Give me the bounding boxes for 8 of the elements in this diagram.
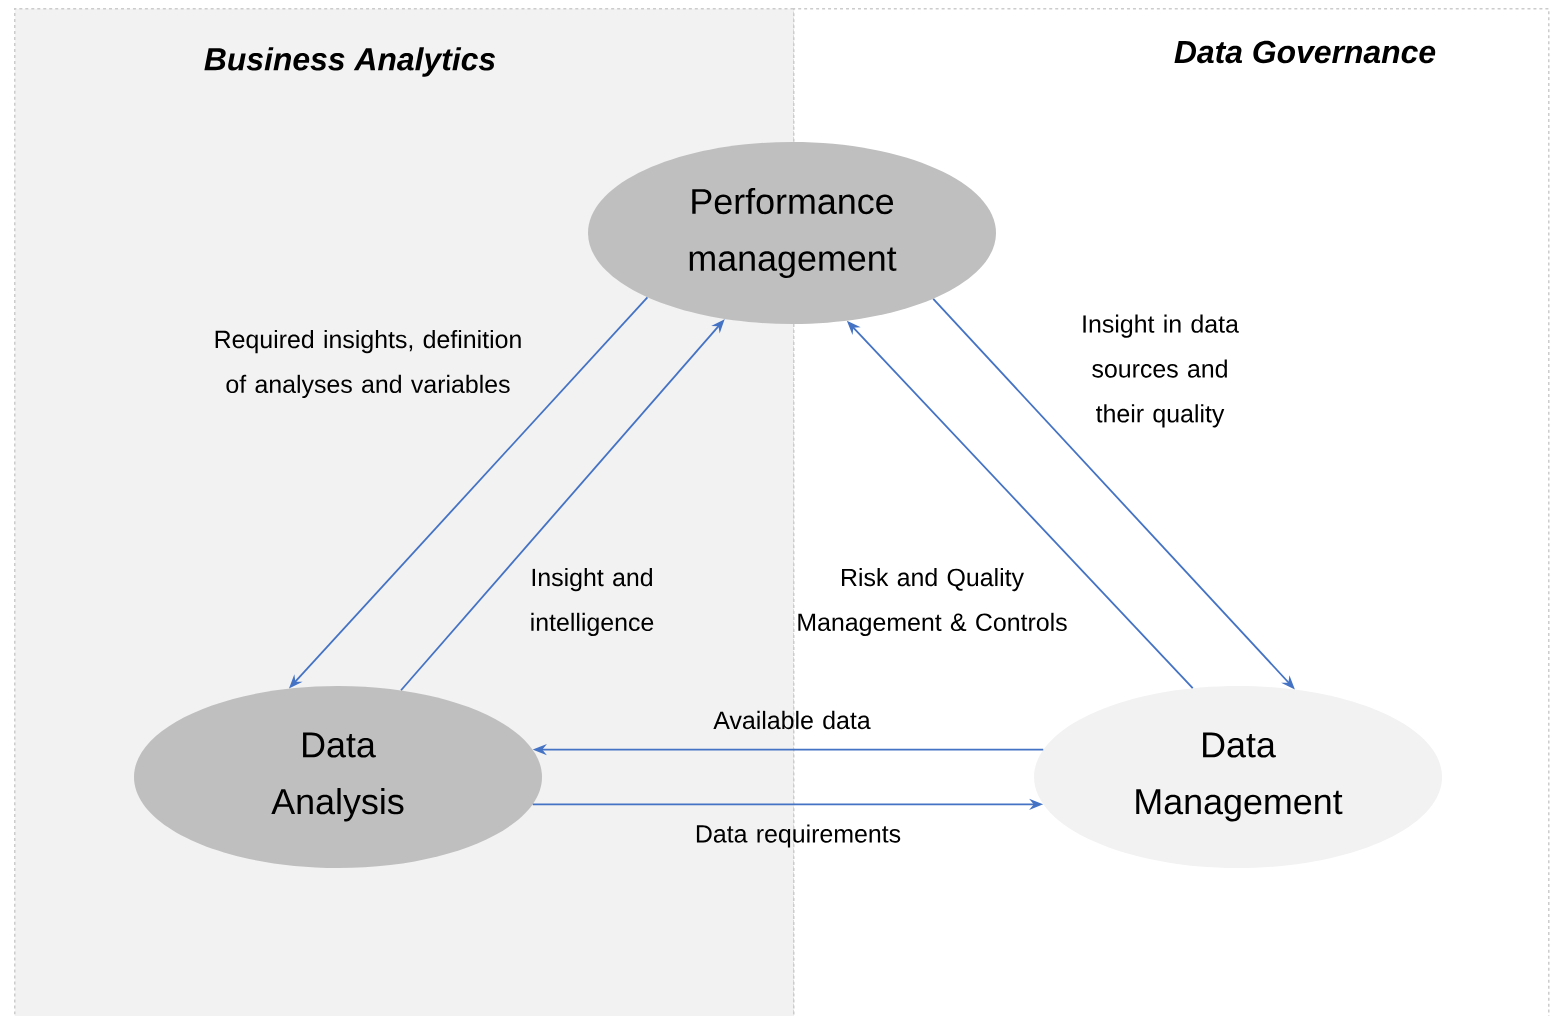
edge-label: Insight in data sources and their quality [1083, 314, 1239, 428]
edge-label: Insight and intelligence [531, 567, 654, 636]
edge-label: Risk and Quality Management & Controls [798, 567, 1067, 636]
edge-label: Available data [713, 710, 871, 730]
edge-label: Data requirements [696, 824, 901, 848]
region-heading: Business Analytics [204, 47, 496, 77]
edge-label: Required insights, definition of analyses and variables [215, 329, 521, 398]
region-heading: Data Governance [1174, 40, 1436, 64]
